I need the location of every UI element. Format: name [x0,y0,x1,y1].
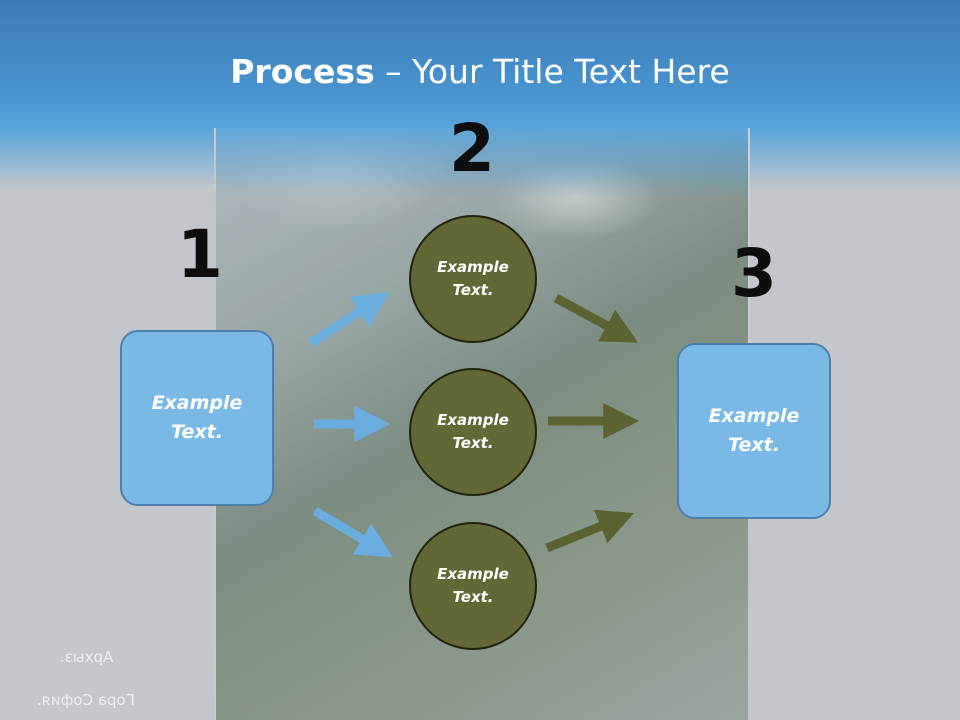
circle-top: Example Text. [409,215,537,343]
photo-caption-line2: Гора София. [37,691,135,709]
arrow-right-down-icon [312,507,393,558]
circle-middle: Example Text. [409,368,537,496]
title-rest: – Your Title Text Here [374,52,730,91]
step-number-1: 1 [177,216,223,293]
step-number-2: 2 [449,110,495,187]
arrow-converge-up-icon [545,509,635,553]
left-text-box: Example Text. [120,330,274,506]
circle-bottom: Example Text. [409,522,537,650]
photo-caption-line1: Архыз. [60,648,114,666]
arrow-converge-down-icon [553,294,639,343]
step-number-3: 3 [731,235,777,312]
slide-title: Process – Your Title Text Here [0,52,960,91]
title-bold: Process [230,52,375,91]
arrow-right-up-icon [308,292,390,347]
right-text-box: Example Text. [677,343,831,519]
